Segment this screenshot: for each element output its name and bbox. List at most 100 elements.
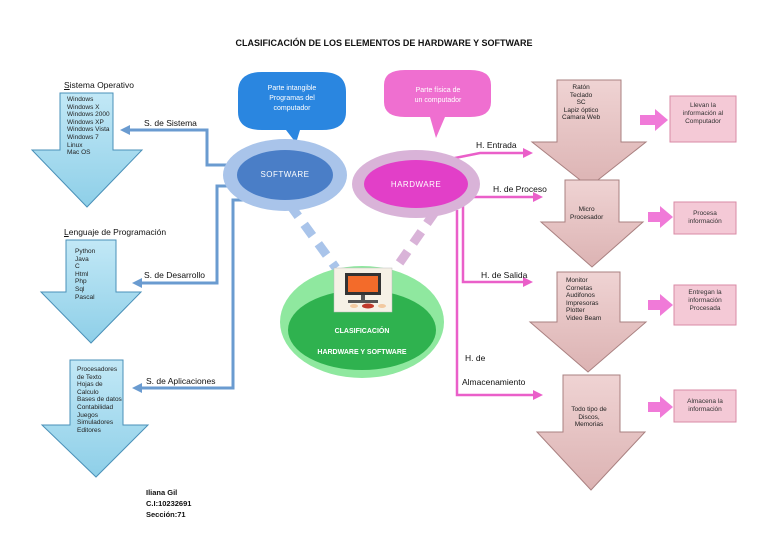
result-arrows — [640, 109, 673, 418]
list-item: Editores — [77, 426, 101, 434]
result-line: Procesada — [689, 305, 721, 312]
list-item: SC — [576, 99, 586, 107]
input-down-arrow — [530, 79, 648, 188]
list-item: Sql — [75, 285, 85, 293]
list-item: Html — [75, 270, 89, 278]
dev-heading: Lenguaje de Programación — [64, 227, 166, 237]
hardware-bubble — [384, 70, 491, 138]
arrowhead — [523, 277, 533, 287]
connector-entrada: H. Entrada — [476, 140, 517, 150]
computer-user-icon — [333, 267, 393, 313]
list-item: C — [75, 263, 80, 271]
list-item: Teclado — [569, 91, 593, 99]
list-item: Hojas de — [77, 381, 103, 389]
list-item: Video Beam — [566, 314, 602, 322]
connector-almacenamiento-1: H. de — [465, 353, 486, 363]
output-down-arrow — [528, 271, 648, 373]
os-heading-rest: istema Operativo — [69, 80, 134, 90]
os-down-arrow — [30, 92, 144, 208]
os-heading-initial: S — [64, 80, 70, 90]
result-line: información — [688, 218, 722, 225]
hardware-center-dash — [392, 209, 439, 271]
list-item: Ratón — [572, 84, 590, 91]
list-item: Discos, — [578, 413, 600, 421]
author-section: Sección:71 — [146, 510, 186, 519]
list-item: Linux — [67, 141, 83, 149]
list-item: Java — [75, 255, 89, 263]
arrowhead — [523, 148, 533, 158]
diagram-title: CLASIFICACIÓN DE LOS ELEMENTOS DE HARDWA… — [235, 38, 533, 48]
author-id: C.I:10232691 — [146, 499, 192, 508]
arrowhead — [533, 192, 543, 202]
hardware-label: HARDWARE — [390, 180, 442, 189]
list-item: Impresoras — [566, 299, 599, 307]
software-bubble — [238, 72, 346, 143]
list-item: Audifonos — [566, 292, 595, 300]
connector-salida: H. de Salida — [481, 270, 528, 280]
software-node[interactable] — [237, 150, 333, 200]
center-label-line1: CLASIFICACIÓN — [334, 328, 390, 335]
list-item: de Texto — [77, 373, 102, 381]
center-label-line2: HARDWARE Y SOFTWARE — [317, 349, 407, 356]
dev-down-arrow — [39, 239, 143, 344]
list-item: Memorias — [574, 421, 604, 429]
list-item: Contabilidad — [77, 403, 114, 411]
software-center-dash — [286, 202, 340, 271]
software-bubble-text: Parte intangible Programas del computado… — [267, 85, 317, 112]
arrowhead — [533, 390, 543, 400]
arrowhead — [120, 125, 130, 135]
connector-sistema: S. de Sistema — [144, 118, 197, 128]
list-item: Windows 2000 — [67, 111, 110, 119]
list-item: Windows X — [67, 103, 100, 111]
hardware-bubble-text: Parte física de un computador — [414, 87, 462, 104]
connector-almacenamiento-2: Almacenamiento — [462, 377, 526, 387]
result-line: información al — [682, 110, 724, 117]
connector-desarrollo: S. de Desarrollo — [144, 270, 205, 280]
list-item: Lapiz óptico — [563, 106, 599, 114]
result-line: Entregan la — [688, 289, 722, 296]
arrowhead — [132, 383, 142, 393]
os-heading: Sistema Operativo — [64, 80, 134, 90]
list-item: Windows 7 — [67, 133, 99, 141]
result-line: información — [688, 297, 722, 304]
dev-heading-rest: enguaje de Programación — [68, 227, 167, 237]
list-item: Mac OS — [67, 149, 91, 157]
result-line: Procesa — [693, 210, 717, 217]
apps-down-arrow — [40, 359, 150, 478]
hardware-node[interactable] — [364, 160, 468, 208]
connector-aplicaciones: S. de Aplicaciones — [146, 376, 216, 386]
list-item: Camara Web — [562, 114, 601, 122]
center-node[interactable] — [288, 290, 436, 370]
result-boxes — [669, 95, 737, 423]
software-label: SOFTWARE — [260, 170, 310, 179]
author-name: Iliana Gil — [146, 488, 178, 497]
list-item: Windows XP — [67, 118, 104, 126]
list-item: Cornetas — [566, 284, 593, 292]
credits: Iliana Gil C.I:10232691 Sección:71 — [146, 487, 191, 520]
list-item: Plotter — [566, 307, 585, 315]
arrowhead — [132, 278, 142, 288]
list-item: Calculo — [77, 388, 99, 396]
list-item: Windows — [67, 96, 94, 103]
list-item: Procesadores — [77, 366, 118, 373]
list-item: Python — [75, 248, 96, 255]
result-line: Llevan la — [689, 102, 717, 109]
list-item: Juegos — [77, 411, 98, 419]
list-item: Procesador — [570, 213, 604, 221]
result-line: información — [688, 406, 722, 413]
dev-heading-initial: L — [64, 227, 69, 237]
list-item: Windows Vista — [67, 126, 110, 134]
list-item: Todo tipo de — [571, 406, 607, 413]
